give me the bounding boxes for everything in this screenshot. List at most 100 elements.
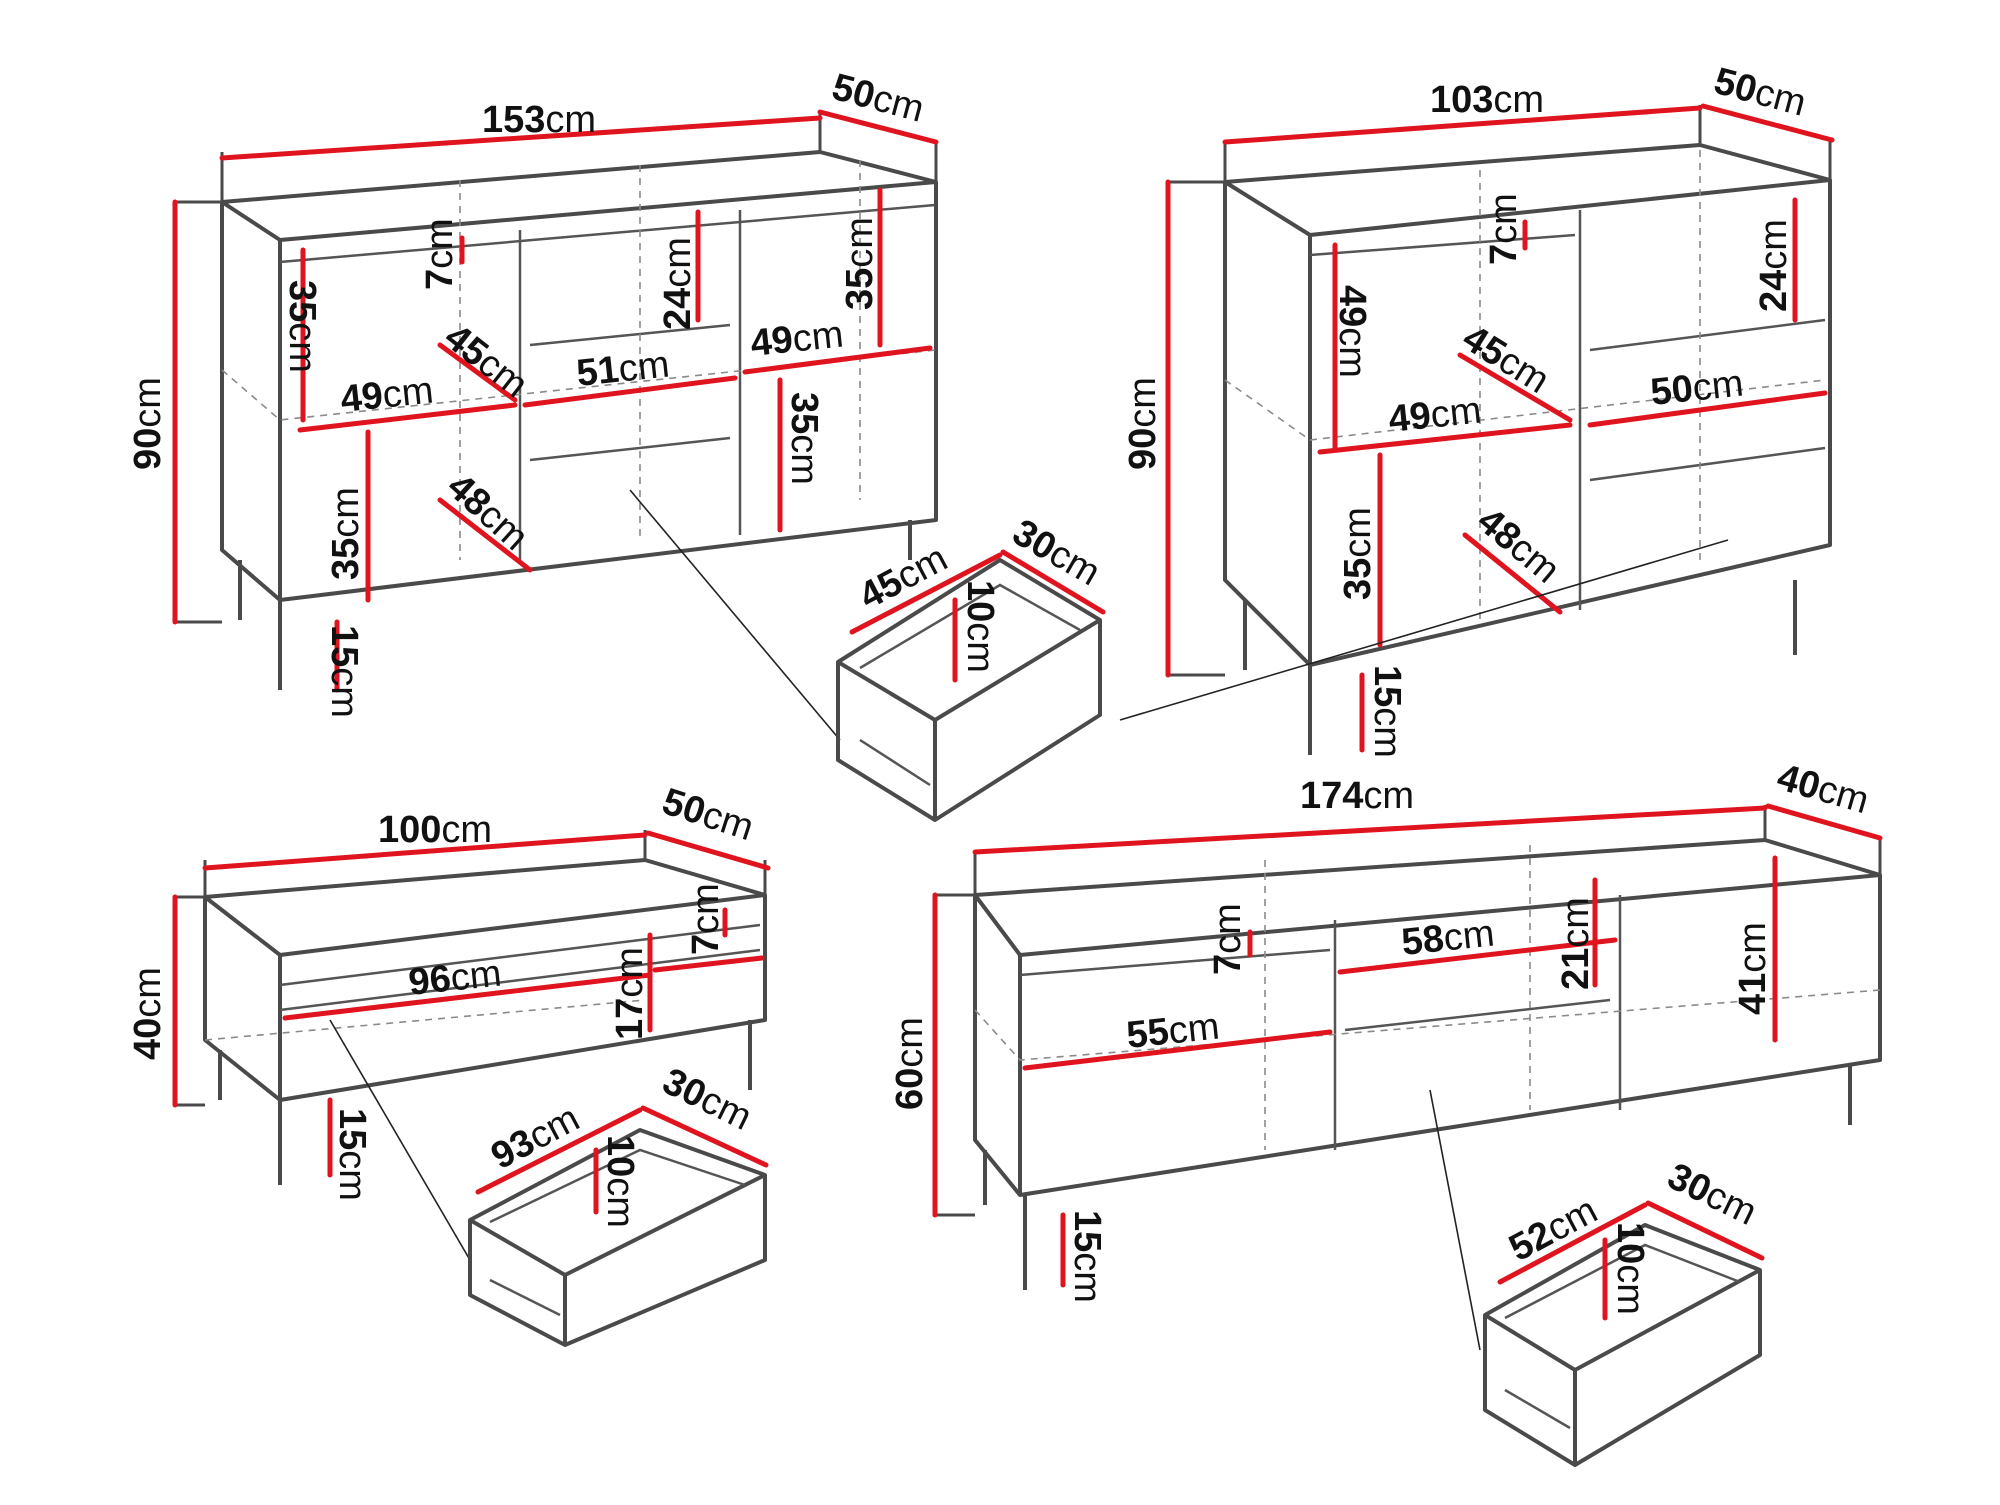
label-internal: 49cm [749,313,846,364]
label-depth: 50cm [828,66,929,131]
dim-line-drawer [1000,549,1106,615]
label-internal: 35cm [325,487,367,580]
dim-line-drawer [640,1105,769,1168]
label-width: 100cm [378,809,492,851]
drawer-93: 93cm 30cm 10cm [468,1060,769,1347]
label-internal: 35cm [1337,507,1379,600]
bench-100-rail [279,948,761,1012]
drawer-leader [1429,1089,1481,1351]
dim-line-internal [742,345,933,375]
dim-line-internal [1337,937,1618,975]
label-internal: 7cm [419,218,461,290]
label-drawer-width: 45cm [853,537,955,618]
label-drawer-height: 10cm [959,580,1001,673]
label-internal: 35cm [783,392,825,485]
label-legs: 15cm [323,625,365,718]
bench-100: 100cm 50cm 40cm 15cm 96cm 17cm 7cm 93cm … [127,781,771,1347]
drawer-52-outline [1483,1223,1762,1467]
dim-line-width [219,115,823,161]
label-legs: 15cm [1366,665,1408,758]
dim-line-depth [817,109,939,145]
label-internal: 24cm [1753,219,1795,312]
sideboard-103-shelf [1589,446,1826,482]
label-internal: 35cm [839,217,881,310]
label-drawer-height: 10cm [1609,1222,1651,1315]
sideboard-153-shelf [529,436,731,462]
drawer-93-runner [489,1278,561,1317]
dim-line-drawer [1645,1200,1765,1261]
dim-line-depth [645,830,771,871]
drawer-52-inner [1504,1243,1741,1320]
bench-100-edge [203,893,766,957]
tv-stand-174: 174cm 40cm 60cm 15cm 7cm 58cm 21cm 55cm … [889,756,1883,1467]
sideboard-153-edge [220,200,282,242]
label-internal: 51cm [575,343,672,394]
dim-line-depth [1700,103,1835,143]
sideboard-103-hidden [1224,379,1826,441]
label-height: 40cm [127,967,169,1060]
drawer-45-outline [836,558,1102,822]
label-width: 103cm [1430,79,1544,121]
drawer-leader [629,489,841,741]
sideboard-103-shelf [1589,318,1826,352]
dim-line-internal [1022,1029,1333,1071]
label-drawer-depth: 30cm [1661,1155,1763,1233]
drawer-45-inner [859,583,1081,670]
dim-line-width [972,805,1768,855]
label-internal: 41cm [1732,922,1774,1015]
sideboard-153-top-rail [279,203,936,264]
drawer-45-runner [859,738,931,787]
dim-line-internal [652,955,765,973]
dim-line-internal [1317,422,1573,455]
label-width: 153cm [482,99,596,141]
tv-stand-174-outline [973,838,1882,1197]
dim-line-depth [1765,803,1883,841]
dim-line-internal [297,402,518,433]
label-internal: 50cm [1649,362,1746,413]
drawer-93-inner [489,1148,746,1224]
label-height: 60cm [889,1017,931,1110]
dim-line-internal [522,375,738,408]
label-legs: 15cm [1066,1210,1108,1303]
tv-stand-174-shelf [1344,998,1611,1032]
label-internal: 7cm [1207,903,1249,975]
dim-line-width [1222,105,1703,145]
label-internal: 49cm [1331,285,1373,378]
dim-line-drawer [849,552,1003,635]
sideboard-103-top-rail [1309,233,1576,257]
dim-line-drawer [475,1107,643,1195]
tv-stand-174-rail [1019,948,1331,977]
drawer-52-runner [1504,1388,1571,1430]
tv-stand-174-hidden [974,989,1881,1061]
drawer-45: 45cm 30cm 10cm [836,511,1107,822]
label-internal: 7cm [1483,193,1525,265]
label-internal: 7cm [685,883,727,955]
label-drawer-height: 10cm [599,1135,641,1228]
dim-line-drawer [1497,1202,1648,1285]
drawer-leader [329,1019,471,1261]
dim-line-internal [437,342,518,403]
label-internal: 49cm [339,369,436,420]
drawer-leader [1119,539,1729,721]
sideboard-153-edge [279,180,937,242]
drawer-52: 52cm 30cm 10cm [1483,1155,1765,1467]
drawer-93-outline [468,1128,767,1347]
label-legs: 15cm [331,1108,373,1201]
label-internal: 17cm [609,947,651,1040]
dim-line-internal [437,497,533,573]
sideboard-153-shelf [529,323,731,347]
label-internal: 45cm [1455,317,1556,402]
dim-line-width [202,832,648,871]
sideboard-103: 103cm 50cm 90cm 15cm 7cm 49cm 45cm 49cm … [1119,60,1835,758]
label-internal: 35cm [281,280,323,373]
label-internal: 24cm [657,237,699,330]
sideboard-153: 153cm 50cm 90cm 15cm 7cm 35cm 45cm 49cm … [127,66,1107,822]
label-internal: 21cm [1555,897,1597,990]
label-internal: 49cm [1387,389,1484,440]
label-internal: 96cm [407,952,504,1003]
label-drawer-depth: 30cm [656,1060,758,1138]
label-depth: 50cm [1710,60,1811,125]
dim-line-internal [1587,390,1828,428]
